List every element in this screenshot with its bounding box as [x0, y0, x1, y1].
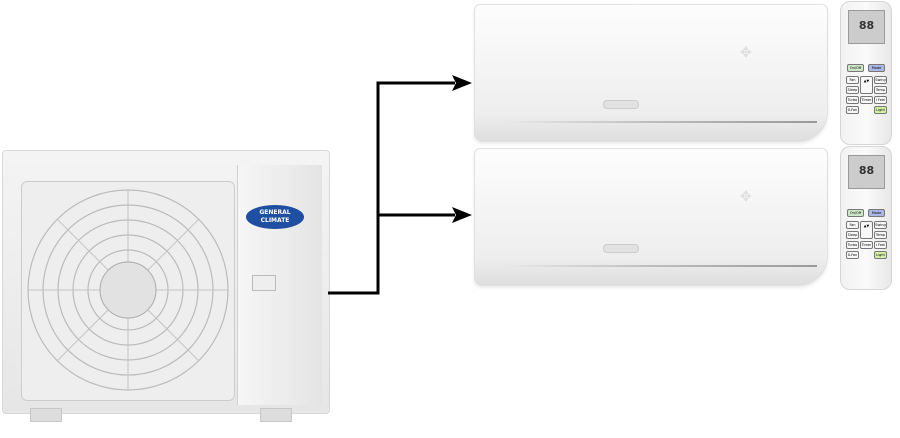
indoor-unit-top: ✥: [474, 4, 828, 142]
fan-grille: [21, 181, 235, 401]
display-icon: ✥: [740, 45, 752, 61]
remote-button-onoff[interactable]: On/Off: [847, 209, 864, 217]
remote-button-timer[interactable]: Timer: [860, 96, 873, 104]
remote-button-mode[interactable]: Mode: [868, 209, 885, 217]
unit-foot: [260, 408, 292, 422]
remote-button-timer[interactable]: Timer: [860, 241, 873, 249]
remote-button-onoff[interactable]: On/Off: [847, 64, 864, 72]
accent-stripe: [505, 265, 817, 267]
lcd-display: 88: [848, 155, 885, 189]
brand-logo: GENERAL CLIMATE: [246, 205, 304, 229]
unit-foot: [30, 408, 62, 422]
remote-button-light[interactable]: Light: [874, 251, 887, 259]
remote-button-swing[interactable]: Swing: [874, 76, 887, 84]
arrow-head-top: [452, 75, 472, 91]
remote-button-swing[interactable]: Swing: [874, 221, 887, 229]
remote-button-fan[interactable]: Fan: [846, 76, 859, 84]
side-panel: GENERAL CLIMATE: [237, 165, 322, 405]
remote-button-temp[interactable]: Temp: [874, 231, 887, 239]
indoor-unit-bottom: ✥: [474, 148, 828, 286]
lcd-display: 88: [848, 10, 885, 44]
valve-cover: [252, 275, 276, 291]
temp-arrows-button[interactable]: ▲▼: [860, 221, 873, 239]
brand-badge: [603, 244, 639, 253]
remote-button-fan[interactable]: Fan: [846, 221, 859, 229]
remote-button-sleep[interactable]: Sleep: [846, 231, 859, 239]
remote-button-ifeel[interactable]: I Feel: [874, 96, 887, 104]
display-icon: ✥: [740, 189, 752, 205]
remote-button-light[interactable]: Light: [874, 106, 887, 114]
remote-button-temp[interactable]: Temp: [874, 86, 887, 94]
remote-button-mode[interactable]: Mode: [868, 64, 885, 72]
remote-button-ifeel[interactable]: I Feel: [874, 241, 887, 249]
remote-button-xfan[interactable]: X-Fan: [846, 251, 859, 259]
temp-arrows-button[interactable]: ▲▼: [860, 76, 873, 94]
fan-icon: [27, 189, 229, 391]
outdoor-unit: GENERAL CLIMATE: [2, 150, 330, 414]
brand-badge: [603, 100, 639, 109]
remote-button-turbo[interactable]: Turbo: [846, 96, 859, 104]
arrow-head-bottom: [452, 207, 472, 223]
remote-button-turbo[interactable]: Turbo: [846, 241, 859, 249]
accent-stripe: [505, 121, 817, 123]
remote-button-sleep[interactable]: Sleep: [846, 86, 859, 94]
remote-button-xfan[interactable]: X-Fan: [846, 106, 859, 114]
